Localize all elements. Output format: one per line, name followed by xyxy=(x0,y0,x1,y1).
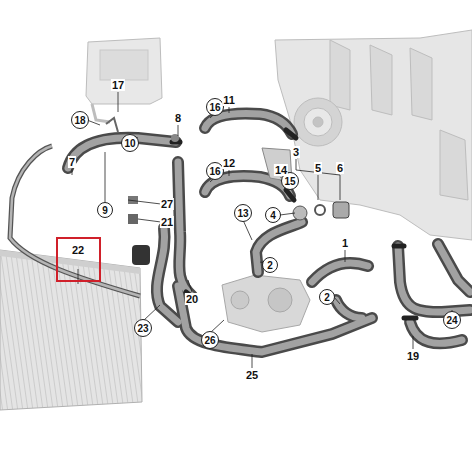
callout-circle: 2 xyxy=(262,257,278,273)
callout-number: 26 xyxy=(204,335,215,346)
callout-number: 6 xyxy=(336,162,344,174)
callout-circle: 23 xyxy=(134,319,152,337)
expansion-tank xyxy=(86,38,162,122)
callout-number: 1 xyxy=(341,237,349,249)
callout-number: 4 xyxy=(270,210,276,221)
bleed-pipe xyxy=(10,146,140,296)
callout-number: 27 xyxy=(160,198,174,210)
coolant-hoses xyxy=(68,114,470,352)
pump-housing xyxy=(222,275,310,332)
callout-number: 8 xyxy=(174,112,182,124)
callout-number: 19 xyxy=(406,350,420,362)
callout-circle: 26 xyxy=(201,331,219,349)
callout-number: 3 xyxy=(292,146,300,158)
callout-number: 14 xyxy=(274,164,288,176)
callout-number: 18 xyxy=(74,115,85,126)
callout-number: 2 xyxy=(267,260,273,271)
callout-number: 15 xyxy=(284,176,295,187)
callout-number: 12 xyxy=(222,157,236,169)
callout-number: 23 xyxy=(137,323,148,334)
engine-block xyxy=(275,30,472,240)
callout-number: 13 xyxy=(237,208,248,219)
callout-circle: 18 xyxy=(71,111,89,129)
callout-number: 25 xyxy=(245,369,259,381)
leader-lines xyxy=(72,92,452,368)
callout-number: 21 xyxy=(160,216,174,228)
callout-number: 22 xyxy=(58,245,99,256)
callout-circle: 10 xyxy=(121,134,139,152)
callout-number: 7 xyxy=(68,156,76,168)
callout-number: 9 xyxy=(102,205,108,216)
callout-circle: 9 xyxy=(97,202,113,218)
callout-number: 2 xyxy=(324,292,330,303)
small-parts xyxy=(106,118,349,265)
callout-circle: 2 xyxy=(319,289,335,305)
callout-circle: 24 xyxy=(443,311,461,329)
callout-number: 20 xyxy=(185,293,199,305)
callout-number: 10 xyxy=(124,138,135,149)
callout-number: 5 xyxy=(314,162,322,174)
callout-number: 11 xyxy=(222,94,236,106)
callout-number: 17 xyxy=(111,79,125,91)
callout-number: 16 xyxy=(209,166,220,177)
callout-number: 16 xyxy=(209,102,220,113)
callout-number: 24 xyxy=(446,315,457,326)
callout-circle: 4 xyxy=(265,207,281,223)
highlight-box: 22 xyxy=(56,237,101,282)
callout-circle: 13 xyxy=(234,204,252,222)
